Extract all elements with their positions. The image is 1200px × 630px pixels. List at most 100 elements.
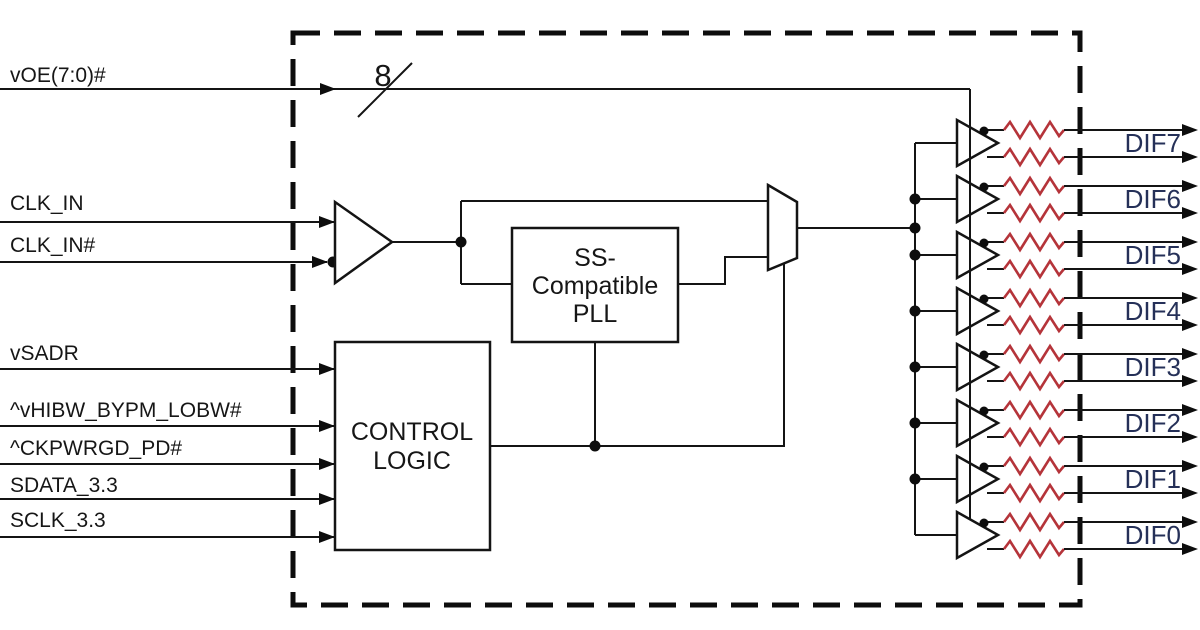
mux-select-wire (490, 262, 785, 447)
series-resistor-icon (1002, 482, 1065, 504)
clock-input-buffer-triangle (333, 199, 395, 286)
dif-output-label: DIF2 (1125, 408, 1181, 438)
series-resistor-icon (1002, 119, 1065, 141)
output-buffer-triangle (955, 229, 1001, 281)
enable-tap-dot (979, 350, 989, 360)
dif-output-label: DIF4 (1125, 296, 1181, 326)
chip-dashed-boundary (290, 30, 1083, 608)
output-buffer-triangle (955, 341, 1001, 393)
output-channel: DIF3 (909, 341, 1198, 393)
output-arrowhead-icon (1182, 180, 1198, 192)
series-resistor-icon (1002, 146, 1065, 168)
series-resistor-icon (1002, 175, 1065, 197)
bus-junction-dot (909, 417, 921, 429)
output-arrowhead-icon (1182, 404, 1198, 416)
pll-output-wire (678, 256, 770, 285)
ckpwrgd-arrowhead-icon (319, 458, 335, 470)
output-buffer-triangle (955, 285, 1001, 337)
input-label-clkin: CLK_IN (10, 192, 84, 215)
series-resistor-icon (1002, 258, 1065, 280)
bus-junction-dot (909, 222, 921, 234)
output-arrowhead-icon (1182, 516, 1198, 528)
dif-output-label: DIF6 (1125, 184, 1181, 214)
output-arrowhead-icon (1182, 487, 1198, 499)
series-resistor-icon (1002, 202, 1065, 224)
output-arrowhead-icon (1182, 151, 1198, 163)
bus-junction-dot (909, 193, 921, 205)
bus-junction-dot (909, 305, 921, 317)
pll-block: SS- Compatible PLL (510, 226, 680, 344)
control-logic-block: CONTROL LOGIC (333, 340, 492, 552)
output-channel: DIF0 (915, 509, 1198, 561)
series-resistor-icon (1002, 343, 1065, 365)
series-resistor-icon (1002, 370, 1065, 392)
series-resistor-icon (1002, 287, 1065, 309)
output-arrowhead-icon (1182, 236, 1198, 248)
vsadr-arrowhead-icon (319, 363, 335, 375)
input-label-voe: vOE(7:0)# (10, 64, 106, 87)
input-label-vsadr: vSADR (10, 342, 79, 365)
output-channel: DIF1 (909, 453, 1198, 505)
output-buffer-triangle (955, 453, 1001, 505)
pll-label-line3: PLL (573, 300, 618, 328)
enable-tap-dot (979, 462, 989, 472)
enable-tap-dot (979, 518, 989, 528)
series-resistor-icon (1002, 399, 1065, 421)
output-channel: DIF6 (909, 173, 1198, 225)
output-arrowhead-icon (1182, 124, 1198, 136)
core-wiring (392, 143, 921, 535)
dif-output-label: DIF1 (1125, 464, 1181, 494)
input-label-ckpwrgd: ^CKPWRGD_PD# (10, 437, 182, 460)
pll-box (510, 226, 680, 344)
output-arrowhead-icon (1182, 543, 1198, 555)
input-label-clkinb: CLK_IN# (10, 234, 96, 257)
enable-tap-dot (979, 406, 989, 416)
output-buffer-triangle (955, 397, 1001, 449)
input-signals: 8 vOE(7:0)# CLK_IN CLK_IN# vSADR ^vHIBW_… (0, 58, 970, 543)
pll-label-line1: SS- (574, 244, 616, 272)
input-label-sdata: SDATA_3.3 (10, 474, 118, 497)
control-logic-label-line1: CONTROL (351, 418, 473, 446)
output-arrowhead-icon (1182, 348, 1198, 360)
output-arrowhead-icon (1182, 207, 1198, 219)
output-buffer-triangle (955, 509, 1001, 561)
output-channel: DIF2 (909, 397, 1198, 449)
bus-width-label: 8 (374, 58, 391, 93)
input-label-sclk: SCLK_3.3 (10, 509, 106, 532)
bus-junction-dot (909, 249, 921, 261)
clkinb-arrowhead-icon (312, 256, 328, 268)
input-label-vhibw: ^vHIBW_BYPM_LOBW# (10, 399, 242, 422)
sclk-arrowhead-icon (319, 531, 335, 543)
output-channel: DIF7 (915, 117, 1198, 169)
voe-arrowhead-icon (320, 83, 336, 95)
bus-junction-dot (909, 361, 921, 373)
vhibw-arrowhead-icon (319, 420, 335, 432)
enable-tap-dot (979, 294, 989, 304)
control-logic-label-line2: LOGIC (373, 447, 451, 475)
enable-tap-dot (979, 126, 989, 136)
pll-label-line2: Compatible (532, 272, 658, 300)
sdata-arrowhead-icon (319, 493, 335, 505)
output-arrowhead-icon (1182, 292, 1198, 304)
output-arrowhead-icon (1182, 319, 1198, 331)
series-resistor-icon (1002, 455, 1065, 477)
enable-tap-dot (979, 238, 989, 248)
output-channel: DIF4 (909, 285, 1198, 337)
clock-mux-trapezoid (766, 182, 799, 272)
control-line-junction-dot (589, 440, 601, 452)
output-arrowhead-icon (1182, 431, 1198, 443)
output-arrowhead-icon (1182, 460, 1198, 472)
output-buffer-triangle (955, 117, 1001, 169)
series-resistor-icon (1002, 511, 1065, 533)
enable-tap-dot (979, 182, 989, 192)
series-resistor-icon (1002, 231, 1065, 253)
dif-output-label: DIF5 (1125, 240, 1181, 270)
output-channel: DIF5 (909, 229, 1198, 281)
clkin-arrowhead-icon (319, 216, 335, 228)
output-arrowhead-icon (1182, 263, 1198, 275)
series-resistor-icon (1002, 538, 1065, 560)
bus-width-slash-icon (357, 62, 413, 118)
buffer-output-junction-dot (455, 236, 467, 248)
output-buffer-triangle (955, 173, 1001, 225)
